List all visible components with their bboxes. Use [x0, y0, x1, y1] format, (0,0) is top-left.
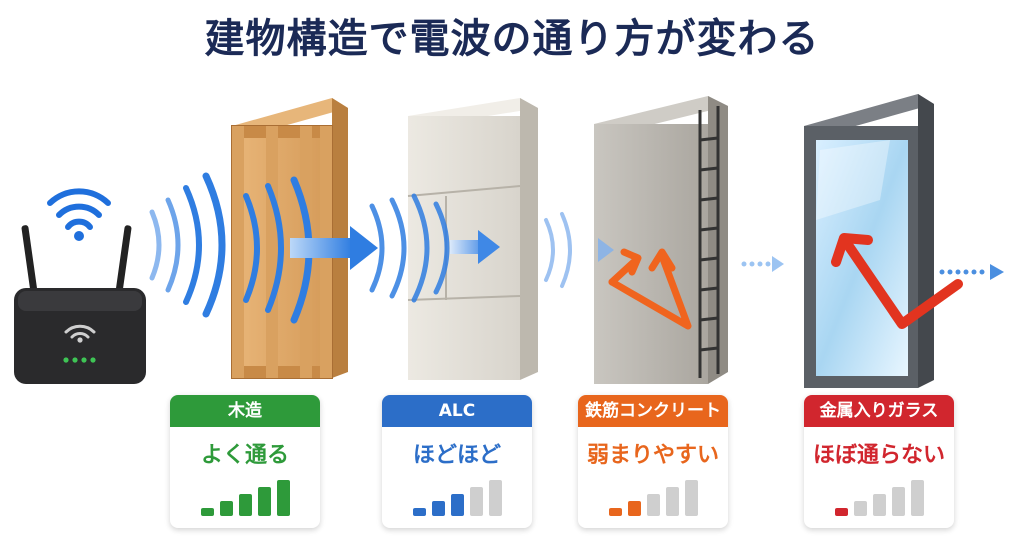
signal-bar [910, 480, 924, 516]
card-glass: 金属入りガラス ほぼ通らない [804, 395, 954, 528]
card-status: 弱まりやすい [586, 443, 719, 468]
signal-bar [431, 501, 445, 516]
signal-bar [257, 487, 271, 516]
card-wood: 木造 よく通る [170, 395, 320, 528]
signal-bar [665, 487, 679, 516]
arrow-right-icon [450, 230, 500, 264]
card-status: ほどほど [412, 443, 501, 468]
card-header: 金属入りガラス [804, 395, 954, 427]
signal-bar [891, 487, 905, 516]
signal-bar [627, 501, 641, 516]
signal-bar [488, 480, 502, 516]
arrow-right-icon [290, 226, 378, 270]
signal-bar [872, 494, 886, 516]
wave-icon [149, 172, 226, 318]
dotted-arrow-icon [741, 256, 784, 272]
card-header: 木造 [170, 395, 320, 427]
signal-bar [276, 480, 290, 516]
signal-bars-icon [578, 480, 728, 516]
reflect-arrow-icon [608, 248, 692, 330]
signal-bar [469, 487, 483, 516]
card-header: ALC [382, 395, 532, 427]
signal-bars-icon [382, 480, 532, 516]
signal-bar [684, 480, 698, 516]
card-status: ほぼ通らない [812, 443, 945, 468]
signal-bar [646, 494, 660, 516]
signal-bar [200, 508, 214, 516]
signal-bar [834, 508, 848, 516]
signal-bar [450, 494, 464, 516]
signal-bar [219, 501, 233, 516]
dotted-arrow-icon [939, 264, 1004, 280]
signal-bars-icon [804, 480, 954, 516]
signal-bar [412, 508, 426, 516]
signal-bar [853, 501, 867, 516]
concrete-wall [594, 96, 728, 384]
wifi-icon [47, 188, 111, 230]
page-title: 建物構造で電波の通り方が変わる [204, 16, 820, 62]
card-status: よく通る [200, 443, 289, 468]
reflect-arrow-icon [831, 233, 963, 329]
signal-bars-icon [170, 480, 320, 516]
signal-bar [238, 494, 252, 516]
card-concrete: 鉄筋コンクリート 弱まりやすい [578, 395, 728, 528]
signal-bar [608, 508, 622, 516]
router-icon [14, 225, 146, 384]
card-header: 鉄筋コンクリート [578, 395, 728, 427]
card-alc: ALC ほどほど [382, 395, 532, 528]
